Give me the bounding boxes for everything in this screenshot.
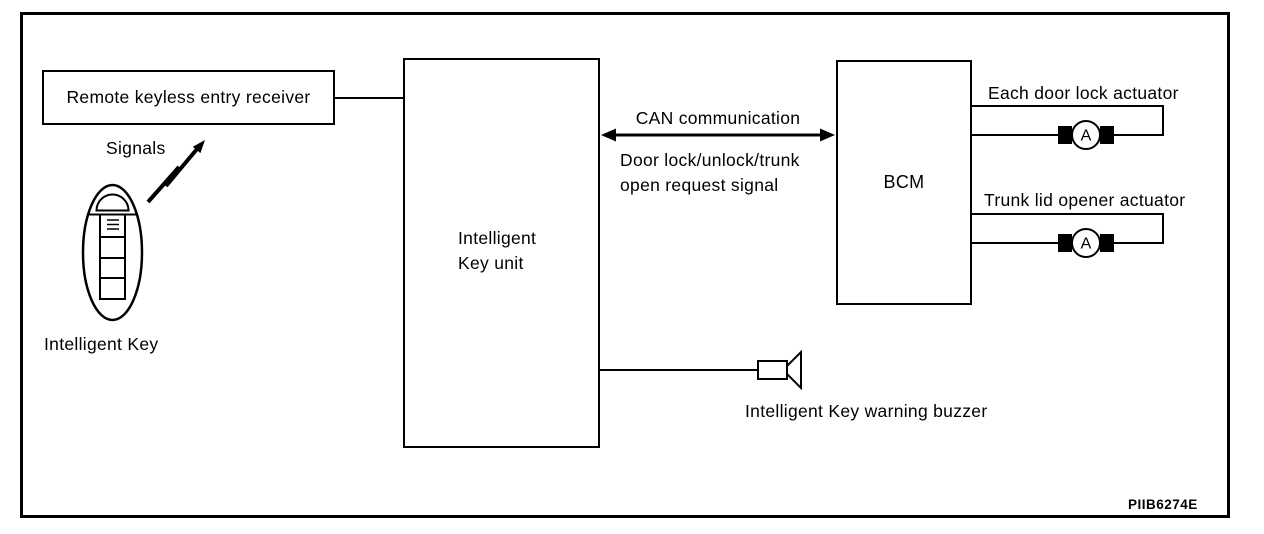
unit-label-line1: Intelligent xyxy=(458,228,537,248)
remote-keyless-entry-receiver-box: Remote keyless entry receiver xyxy=(42,70,335,125)
door-motor-letter: A xyxy=(1081,128,1092,145)
intelligent-key-unit-box xyxy=(403,58,600,448)
trunk-motor-right-block-icon xyxy=(1100,234,1114,252)
diagram-border xyxy=(20,12,1230,518)
key-fob-button-column xyxy=(99,213,126,300)
buzzer-speaker-horn-icon xyxy=(786,349,802,391)
signal-zigzag-arrow xyxy=(146,147,199,204)
request-label-line2: open request signal xyxy=(620,175,779,195)
bcm-label: BCM xyxy=(883,172,925,192)
can-communication-label: CAN communication xyxy=(635,108,801,128)
intelligent-key-label: Intelligent Key xyxy=(44,334,159,354)
request-label-line1: Door lock/unlock/trunk xyxy=(620,150,800,170)
trunk-lid-opener-actuator-label: Trunk lid opener actuator xyxy=(984,190,1186,210)
trunk-motor-left-block-icon xyxy=(1058,234,1072,252)
signals-label: Signals xyxy=(106,138,166,158)
can-arrowhead-left-icon xyxy=(601,128,616,142)
trunk-motor-letter: A xyxy=(1081,236,1092,253)
key-fob-outline-icon xyxy=(81,183,144,322)
trunk-motor-circle-icon xyxy=(1071,228,1101,258)
buzzer-speaker-body-icon xyxy=(757,360,788,380)
signal-arrowhead-icon xyxy=(192,140,205,154)
figure-code: PIIB6274E xyxy=(1128,497,1198,512)
door-motor-right-block-icon xyxy=(1100,126,1114,144)
can-arrowhead-right-icon xyxy=(820,128,835,142)
door-motor-left-block-icon xyxy=(1058,126,1072,144)
bcm-box: BCM xyxy=(836,60,972,305)
door-lock-request-signal-label: Door lock/unlock/trunk open request sign… xyxy=(620,148,800,198)
unit-label-line2: Key unit xyxy=(458,253,524,273)
receiver-label: Remote keyless entry receiver xyxy=(66,87,311,107)
door-motor-circle-icon xyxy=(1071,120,1101,150)
intelligent-key-warning-buzzer-label: Intelligent Key warning buzzer xyxy=(745,401,988,421)
intelligent-key-unit-label: Intelligent Key unit xyxy=(458,226,536,276)
key-fob-dome-icon xyxy=(95,193,130,212)
each-door-lock-actuator-label: Each door lock actuator xyxy=(988,83,1179,103)
